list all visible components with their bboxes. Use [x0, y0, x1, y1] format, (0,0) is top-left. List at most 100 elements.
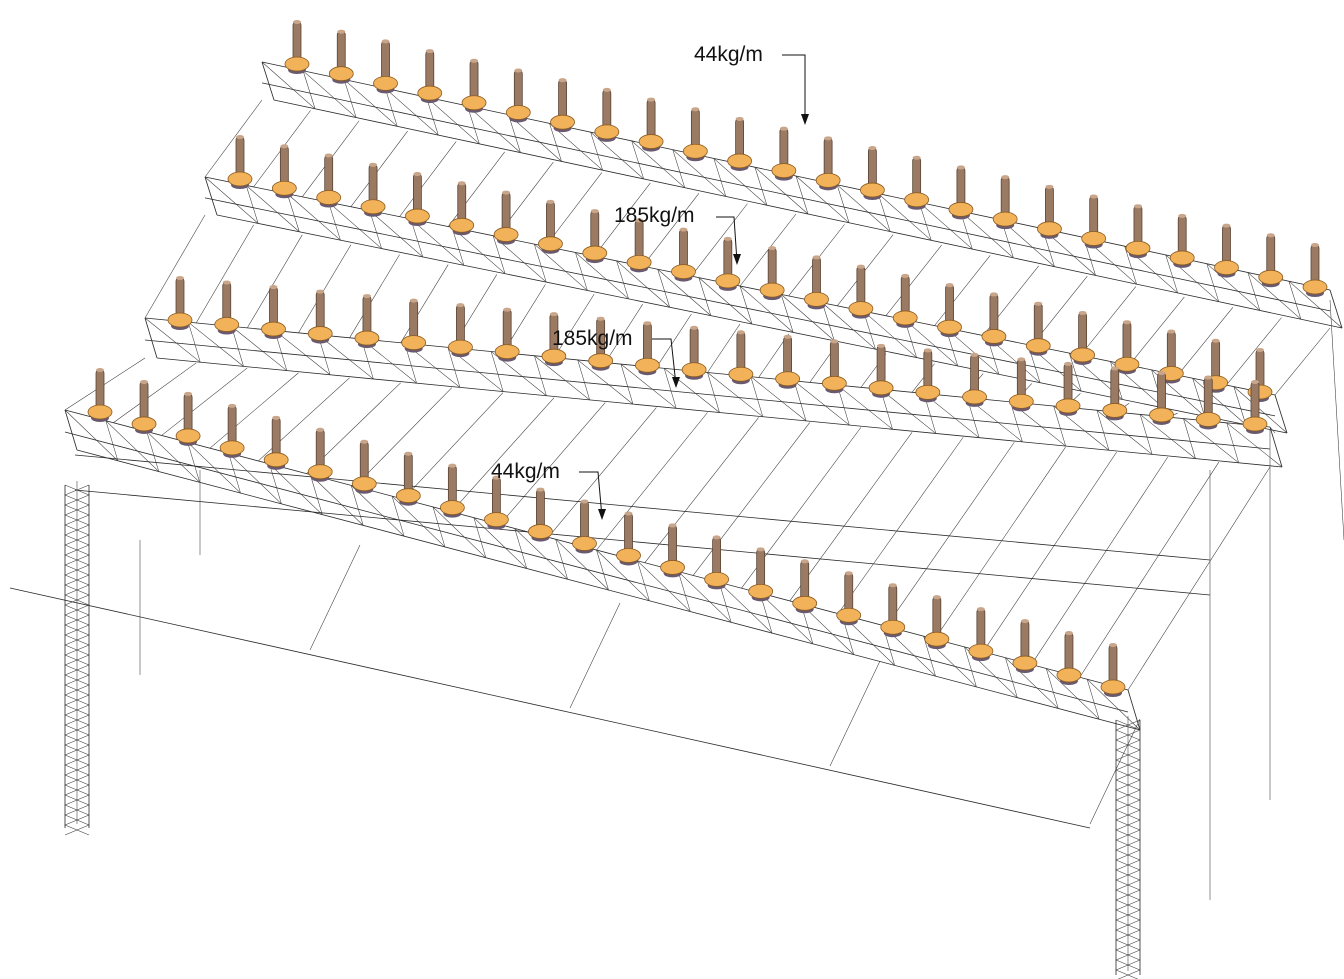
- fixture-rod: [945, 284, 954, 324]
- fixture-rod: [829, 340, 839, 380]
- fixture-rod: [735, 118, 745, 158]
- tower-lacing: [1115, 789, 1141, 801]
- fixture-base: [493, 227, 519, 242]
- fixture-cap: [1204, 375, 1213, 380]
- load-fixture: [284, 20, 310, 74]
- tower-lacing: [1115, 809, 1141, 821]
- fixture-rod: [1310, 244, 1320, 284]
- tower-lacing: [64, 754, 90, 766]
- load-fixture: [263, 415, 289, 470]
- fixture-cap: [1222, 223, 1231, 228]
- fixture-rod: [175, 277, 185, 317]
- fixture-rod: [900, 275, 910, 315]
- tower-lacing: [64, 594, 90, 606]
- deck-rib: [1206, 263, 1220, 302]
- deck-rib: [549, 123, 562, 162]
- deck-rib: [698, 277, 712, 316]
- fixture-cap: [901, 273, 910, 278]
- fixture-rod: [679, 229, 688, 269]
- deck-diagonal: [672, 149, 727, 197]
- fixture-cap: [877, 343, 886, 348]
- fixture-rod: [812, 256, 821, 296]
- load-fixture: [493, 190, 519, 245]
- fixture-base: [354, 330, 380, 346]
- load-fixture: [792, 559, 818, 614]
- frame-brace: [309, 544, 361, 651]
- load-fixture: [483, 475, 509, 530]
- fixture-cap: [668, 523, 677, 528]
- deck-rib: [426, 96, 439, 136]
- deck-diagonal: [555, 539, 609, 591]
- roof-panel-line: [499, 402, 606, 525]
- load-fixture: [395, 451, 421, 506]
- load-fixture: [354, 294, 380, 349]
- load-fixture: [494, 307, 520, 362]
- load-fixture: [261, 285, 286, 340]
- fixture-cap: [912, 155, 921, 160]
- fixture-rod: [912, 157, 922, 197]
- leader-back-row: [782, 54, 806, 122]
- load-fixture: [727, 116, 753, 171]
- fixture-base: [494, 344, 520, 360]
- load-fixture: [634, 321, 660, 376]
- tower-lacing: [64, 564, 90, 576]
- fixture-cap: [824, 136, 833, 141]
- fixture-rod: [315, 429, 325, 469]
- fixture-base: [227, 171, 253, 187]
- load-fixture: [550, 78, 575, 133]
- fixture-base: [588, 353, 614, 369]
- fixture-rod: [590, 210, 600, 250]
- fixture-base: [1114, 356, 1140, 372]
- tower-lacing: [1115, 769, 1141, 781]
- load-fixture: [87, 368, 113, 422]
- fixture-base: [572, 536, 597, 551]
- load-fixture: [1070, 310, 1096, 365]
- fixture-cap: [888, 583, 897, 588]
- load-row-mid-back-row: [227, 135, 1273, 402]
- frame-brace: [569, 602, 621, 709]
- roof-panel-line: [545, 172, 603, 247]
- roof-panel-line: [644, 417, 759, 563]
- deck-diagonal: [514, 528, 568, 580]
- load-fixture: [1114, 320, 1140, 375]
- fixture-rod: [227, 405, 237, 445]
- deck-diagonal: [287, 193, 341, 241]
- fixture-rod: [1222, 225, 1231, 265]
- fixture-rod: [381, 40, 390, 80]
- fixture-rod: [1033, 303, 1043, 343]
- fixture-base: [167, 312, 193, 328]
- deck-diagonal: [718, 582, 773, 634]
- fixture-rod: [689, 327, 699, 367]
- deck-diagonal: [1183, 418, 1239, 464]
- load-fixture: [351, 439, 377, 494]
- fixture-cap: [404, 451, 413, 456]
- fixture-base: [859, 182, 885, 198]
- fixture-rod: [646, 99, 656, 138]
- fixture-rod: [1211, 340, 1221, 380]
- fixture-rod: [269, 286, 278, 326]
- deck-rib: [836, 184, 850, 223]
- fixture-rod: [989, 294, 999, 333]
- deck-diagonal: [960, 210, 1014, 259]
- fixture-rod: [1110, 368, 1120, 407]
- deck-rib: [287, 193, 300, 232]
- tower-lacing: [64, 714, 90, 726]
- tower-lacing: [64, 824, 90, 836]
- tower-lacing: [1115, 819, 1141, 831]
- fixture-cap: [635, 218, 644, 223]
- load-fixture: [981, 292, 1007, 347]
- fixture-cap: [514, 68, 523, 73]
- deck-diagonal: [795, 175, 850, 223]
- tower-lacing: [1115, 739, 1141, 751]
- tower-lacing: [1115, 959, 1141, 971]
- deck-diagonal: [780, 294, 835, 341]
- deck-diagonal: [144, 317, 201, 363]
- tower-lacing: [1115, 749, 1141, 761]
- fixture-cap: [736, 330, 745, 335]
- deck-rib: [144, 317, 158, 359]
- fixture-cap: [1157, 370, 1166, 375]
- load-fixture: [948, 165, 974, 220]
- roof-panel-line: [1128, 296, 1185, 366]
- fixture-base: [880, 619, 906, 635]
- fixture-base: [316, 190, 342, 205]
